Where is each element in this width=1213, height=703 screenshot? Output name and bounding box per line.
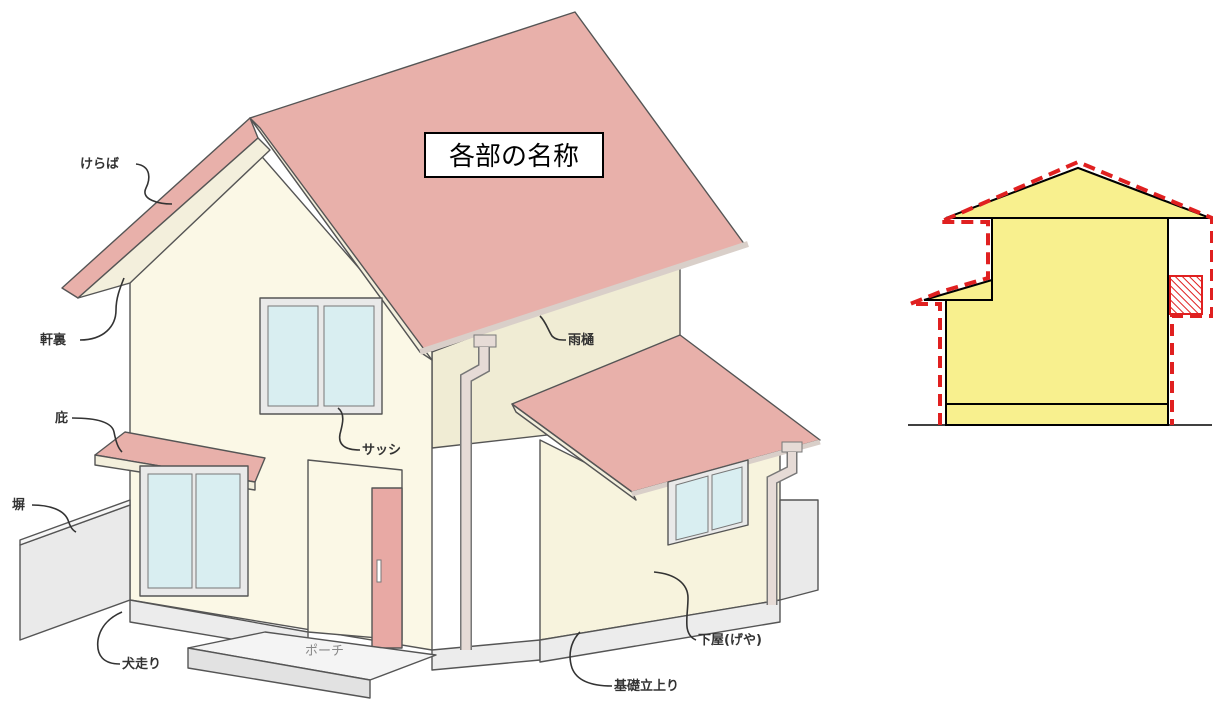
label-hisashi: 庇	[55, 410, 123, 453]
geya-roof-edge	[511, 403, 637, 501]
geya-window	[667, 459, 749, 546]
upper-window	[259, 297, 383, 415]
label-keraba: けらば	[80, 157, 173, 205]
side-elevation	[908, 159, 1213, 426]
fence-left-top	[19, 499, 131, 546]
side-elevation-lower-roof	[923, 278, 993, 301]
label-sash: サッシ	[337, 407, 401, 458]
house-illustration: 各部の名称 けらば 軒裏 庇 塀 犬走り ポーチ サッシ	[12, 11, 821, 699]
door-handle	[376, 559, 382, 583]
foundation-right	[431, 639, 541, 671]
label-geya-text: 下屋(げや)	[698, 632, 762, 648]
label-hei-text: 塀	[12, 498, 25, 513]
label-hei: 塀	[12, 498, 77, 533]
foundation-geya	[539, 599, 781, 663]
label-inubashiri: 犬走り	[96, 611, 161, 672]
label-amadoi-text: 雨樋	[568, 332, 594, 348]
side-elevation-dashed-outline	[909, 159, 1213, 425]
side-elevation-gable	[945, 166, 1211, 219]
label-nokiura: 軒裏	[40, 277, 125, 348]
label-amadoi: 雨樋	[539, 315, 594, 348]
label-nokiura-text: 軒裏	[40, 332, 67, 348]
side-elevation-hatched-box	[1169, 275, 1203, 315]
label-sash-text: サッシ	[362, 443, 401, 458]
title-box	[424, 132, 604, 178]
diagram-title: 各部の名称	[449, 142, 579, 172]
label-hisashi-text: 庇	[55, 410, 68, 426]
downspout-geya	[766, 441, 803, 605]
label-inubashiri-text: 犬走り	[122, 656, 161, 672]
label-keraba-text: けらば	[80, 157, 119, 172]
label-porch: ポーチ	[305, 644, 344, 659]
label-kiso: 基礎立上り	[569, 631, 679, 694]
label-kiso-text: 基礎立上り	[613, 678, 679, 694]
downspout-main	[460, 334, 497, 650]
lower-window	[139, 465, 249, 597]
porch-slab-side	[187, 647, 371, 699]
keraba-board	[249, 117, 433, 361]
label-geya: 下屋(げや)	[653, 571, 762, 648]
eave-soffit	[77, 137, 271, 299]
main-gutter	[419, 241, 749, 355]
fence-right	[779, 499, 819, 601]
label-porch-text: ポーチ	[305, 644, 344, 659]
